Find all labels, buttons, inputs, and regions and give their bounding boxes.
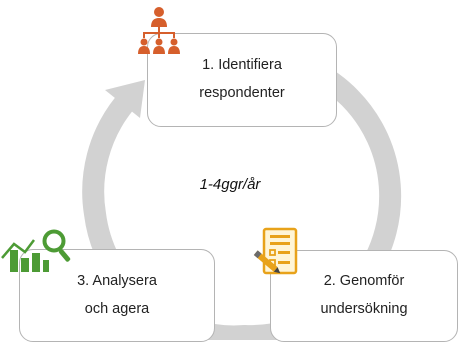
form-pencil-icon bbox=[253, 227, 298, 275]
org-chart-icon bbox=[138, 7, 180, 54]
cycle-arrowhead bbox=[105, 80, 145, 118]
step-conduct-line2: undersökning bbox=[320, 301, 408, 317]
step-identify-line2: respondenter bbox=[199, 85, 285, 101]
step-conduct-line1: 2. Genomför bbox=[323, 273, 405, 290]
frequency-label: 1-4ggr/år bbox=[199, 176, 261, 193]
step-analyze-line2: och agera bbox=[84, 300, 150, 317]
cycle-ring bbox=[82, 61, 402, 340]
step-identify-line1: 1. Identifiera bbox=[202, 57, 282, 74]
step-analyze-line1: 3. Analysera bbox=[77, 272, 157, 289]
bar-chart-magnifier-icon bbox=[1, 229, 71, 272]
step-analyze-box: 3. Analysera och agera bbox=[19, 249, 215, 342]
